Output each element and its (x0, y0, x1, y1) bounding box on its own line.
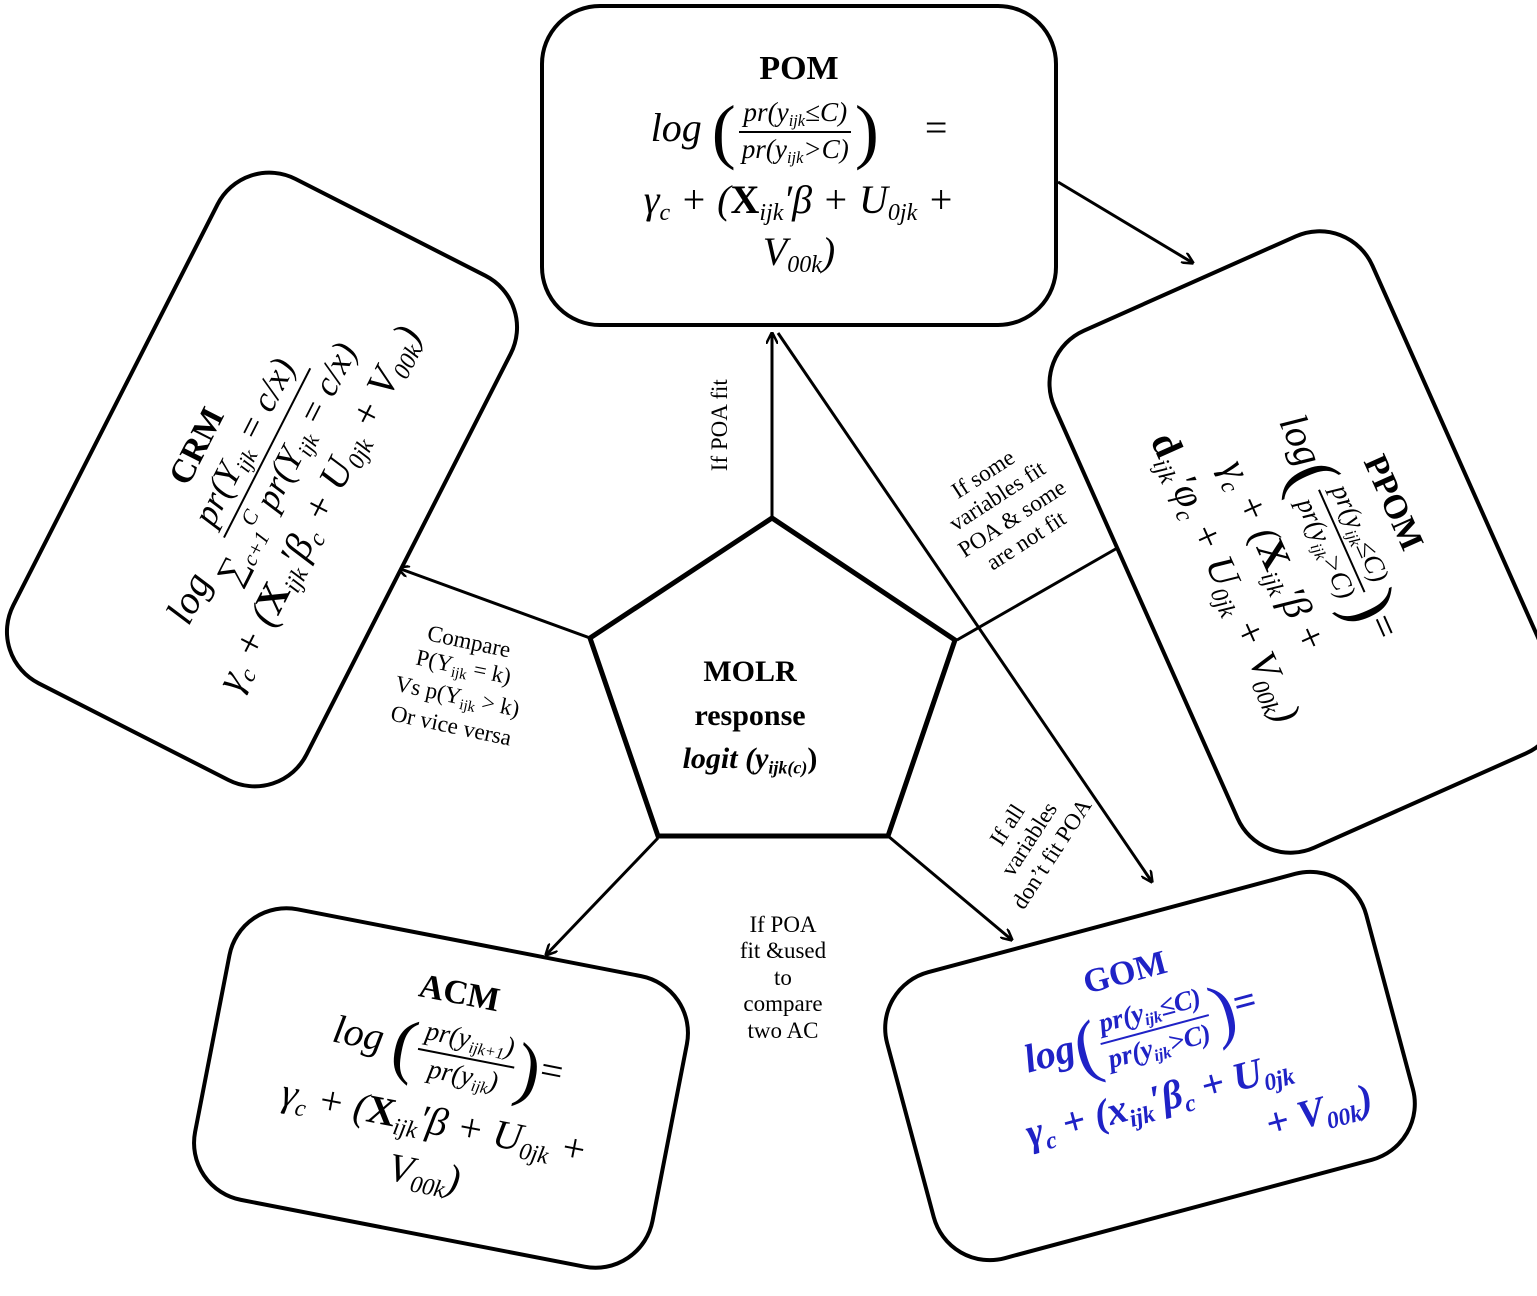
arrow-to-crm (398, 568, 591, 640)
center-line1: MOLR (703, 655, 797, 688)
edge-label-acm: If POA fit &used to compare two AC (739, 912, 827, 1043)
arrow-pom-to-ppom (1057, 180, 1193, 263)
edge-label-pom: If POA fit (706, 379, 732, 472)
pom-equation-line1: log (pr(yijk≤C)pr(yijk>C)) = (650, 90, 948, 171)
center-label: MOLR response logit (yijk(c)) (640, 650, 860, 781)
pom-title: POM (759, 50, 839, 88)
pom-box: POM log (pr(yijk≤C)pr(yijk>C)) = γc + (X… (540, 4, 1058, 327)
pom-equation-line3: V00k) (762, 229, 836, 279)
arrow-to-ppom (956, 535, 1140, 642)
center-line3: logit (yijk(c)) (682, 742, 818, 778)
arrow-to-acm (546, 836, 660, 955)
pom-equation-line2: γc + (Xijk′β + U0jk + (643, 176, 955, 226)
arrow-pom-to-gom (776, 332, 1152, 882)
molr-pentagon (587, 515, 958, 839)
arrow-to-gom (887, 834, 1012, 940)
center-line2: response (694, 698, 806, 732)
